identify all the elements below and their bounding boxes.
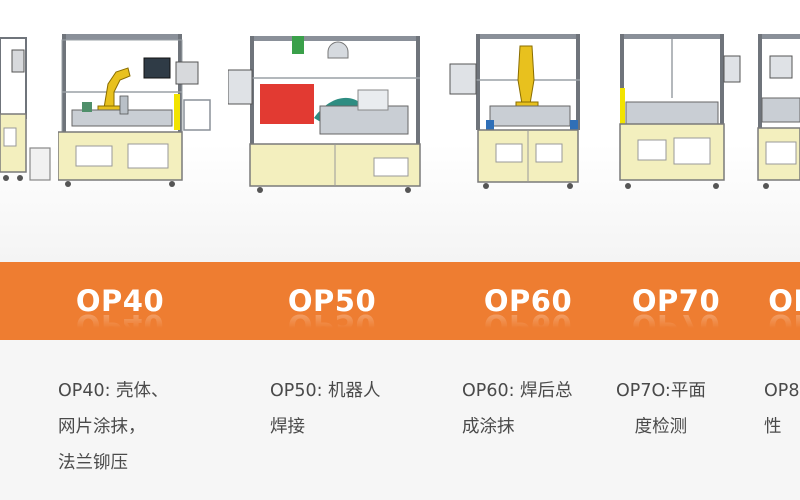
op40-description: OP40: 壳体、 网片涂抹， 法兰铆压 (58, 381, 169, 473)
op60-machine-icon (449, 34, 580, 189)
op40-label: OP40 OP40 (75, 284, 165, 340)
op60-label-reflection: OP60 (483, 308, 573, 340)
op80-label: OP8 OP8 (768, 262, 800, 340)
op60-description: OP60: 焊后总 成涂抹 (462, 381, 573, 437)
station-label-band: OP40 OP40 OP50 OP50 OP60 OP60 OP70 OP70 … (0, 262, 800, 340)
op80-machine-icon (757, 34, 800, 189)
op50-machine-icon (228, 36, 421, 193)
op30-machine-icon (0, 37, 51, 181)
op80-description: OP8 性 (764, 381, 800, 437)
op40-machine-icon (58, 34, 211, 187)
op70-label: OP70 OP70 (631, 284, 721, 340)
op50-label-reflection: OP50 (287, 308, 377, 340)
op50-description: OP50: 机器人 焊接 (270, 381, 381, 437)
description-area (0, 340, 800, 500)
op60-label: OP60 OP60 (483, 284, 573, 340)
op70-label-reflection: OP70 (631, 308, 721, 340)
machine-gallery (0, 0, 800, 262)
op50-label: OP50 OP50 (287, 284, 377, 340)
op40-label-reflection: OP40 (75, 308, 165, 340)
op80-label-reflection: OP8 (768, 308, 800, 340)
op70-description: OP7O:平面 度检测 (616, 381, 706, 437)
op70-machine-icon (619, 34, 741, 189)
